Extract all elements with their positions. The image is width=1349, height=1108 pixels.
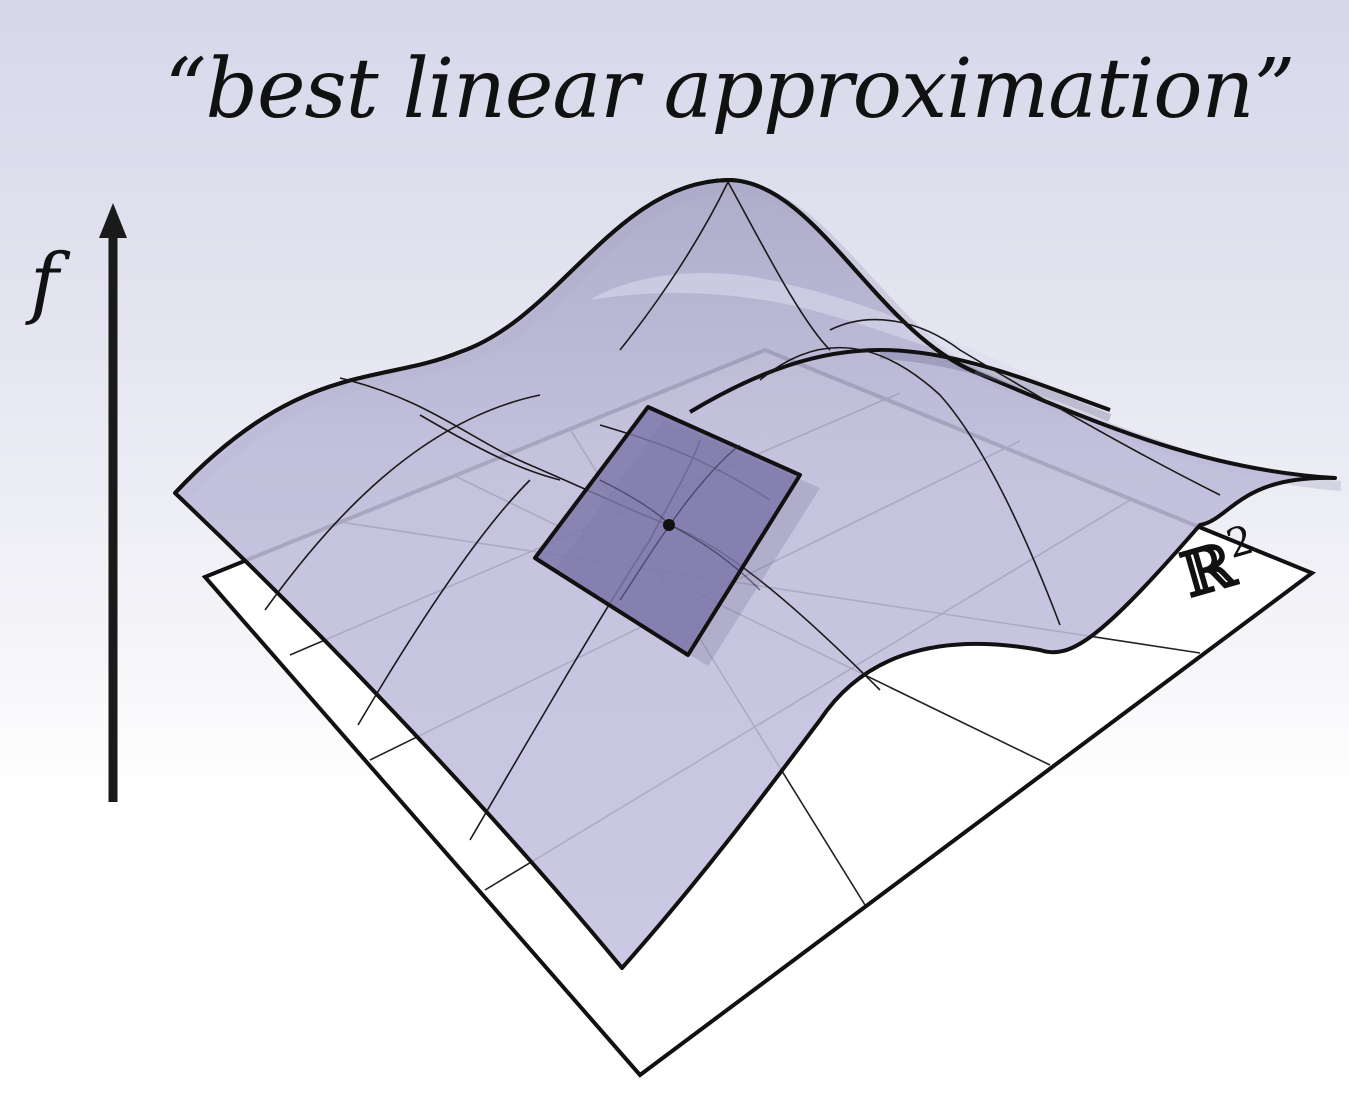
f-axis-label: f [30,238,59,328]
f-axis-arrow [99,203,127,802]
tangent-plane [533,405,820,666]
tangent-point [663,519,675,531]
diagram-title: “best linear approximation” [164,42,1296,137]
